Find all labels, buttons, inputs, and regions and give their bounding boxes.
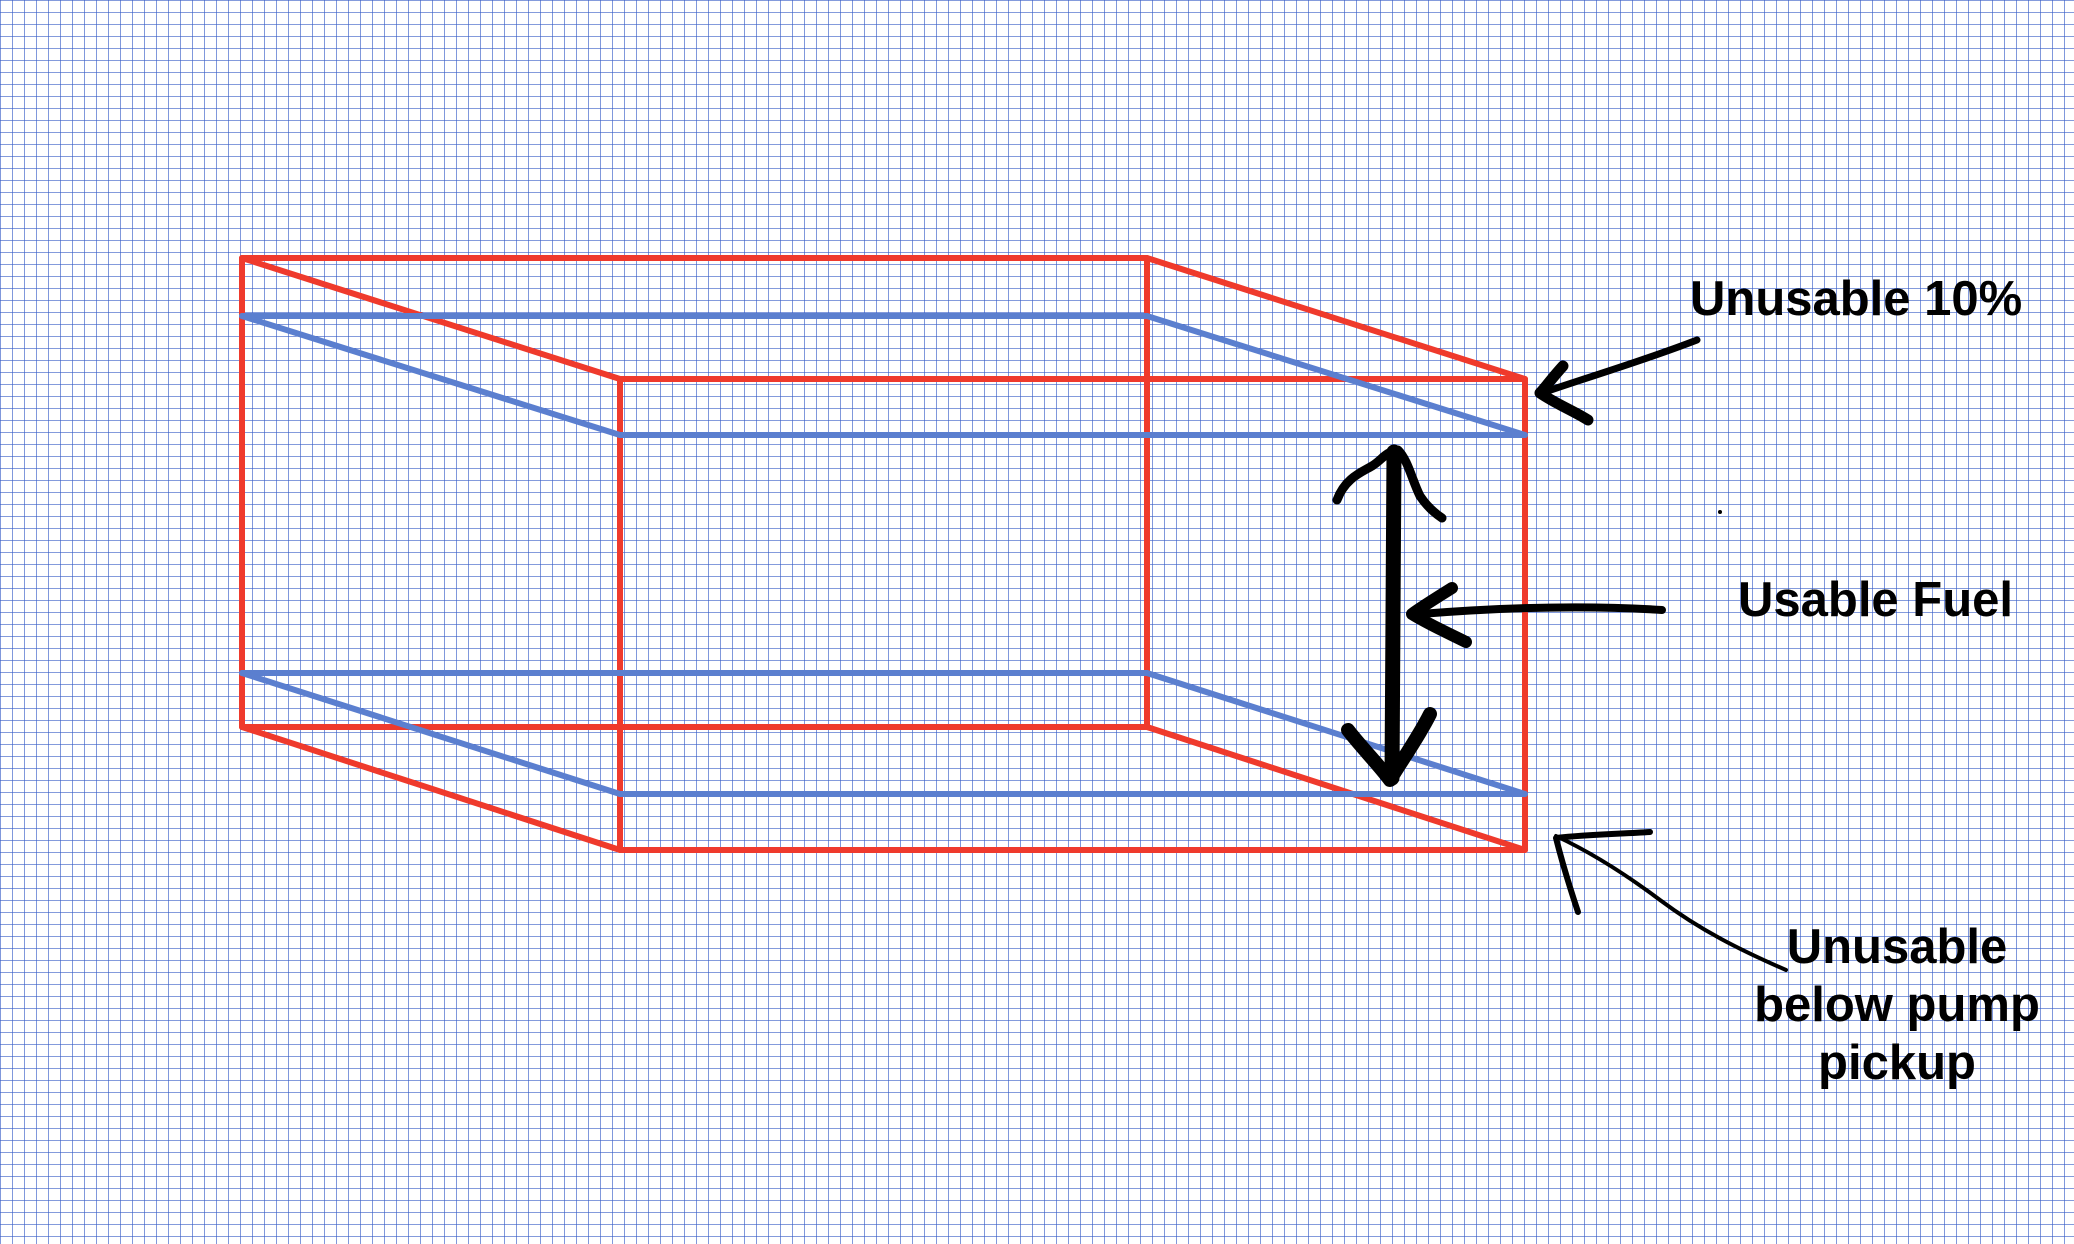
unusable-bottom-arrow-head: [1553, 829, 1653, 915]
upper-fuel-level: [239, 313, 1528, 438]
label-unusable-below-pump-pickup: Unusable below pump pickup: [1742, 918, 2052, 1092]
label-unusable-top: Unusable 10%: [1690, 272, 2023, 326]
usable-fuel-pointer-arrow: [1406, 582, 1666, 648]
tank-edge-bottom-right: [1144, 724, 1528, 853]
usable-fuel-arrow-head: [1406, 582, 1472, 648]
tank-outline: [239, 255, 1528, 853]
unusable-bottom-pointer-arrow: [1553, 829, 1788, 972]
label-unusable-bottom-line-3: pickup: [1818, 1036, 1976, 1090]
unusable-bottom-arrow-shaft: [1554, 834, 1788, 972]
unusable-top-arrow-shaft: [1541, 336, 1701, 396]
label-unusable-bottom-line-2: below pump: [1754, 978, 2040, 1032]
tank-edge-top-right: [1144, 255, 1528, 382]
range-arrow-top-head: [1332, 445, 1447, 523]
label-unusable-bottom-line-1: Unusable: [1786, 920, 2008, 974]
range-arrow-shaft: [1384, 444, 1402, 786]
tank-edge-bottom-left: [239, 724, 623, 853]
tank-back-face: [239, 255, 1150, 730]
label-usable-fuel: Usable Fuel: [1738, 573, 2014, 627]
unusable-top-arrow-head: [1534, 360, 1594, 426]
lower-fuel-level: [239, 670, 1528, 797]
usable-fuel-range-arrow: [1332, 444, 1447, 787]
unusable-top-pointer-arrow: [1534, 336, 1701, 426]
range-arrow-bottom-head: [1341, 707, 1437, 787]
stray-dot: [1718, 510, 1722, 514]
usable-fuel-arrow-shaft: [1416, 603, 1666, 618]
